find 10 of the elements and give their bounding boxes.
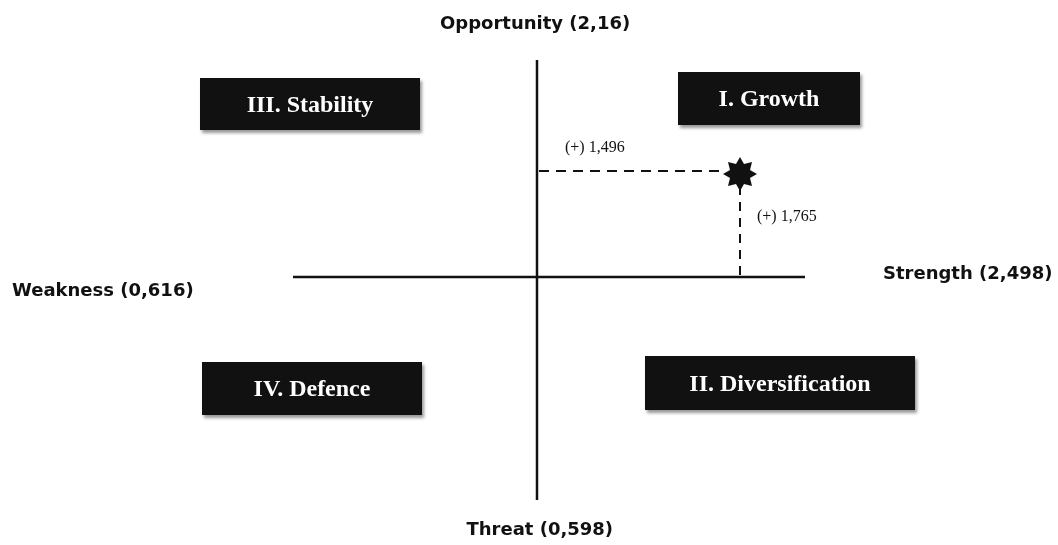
quadrant-label: II. Diversification [645,356,915,410]
axis-label: Weakness (0,616) [12,279,194,300]
quadrant-label: III. Stability [200,78,420,130]
axis-label: Strength (2,498) [883,262,1053,283]
quadrant-label: IV. Defence [202,362,422,415]
quadrant-label: I. Growth [678,72,860,125]
axis-label: Threat (0,598) [466,518,614,539]
value-label: (+) 1,496 [565,138,625,156]
value-label: (+) 1,765 [757,207,817,225]
axis-label: Opportunity (2,16) [440,12,631,33]
